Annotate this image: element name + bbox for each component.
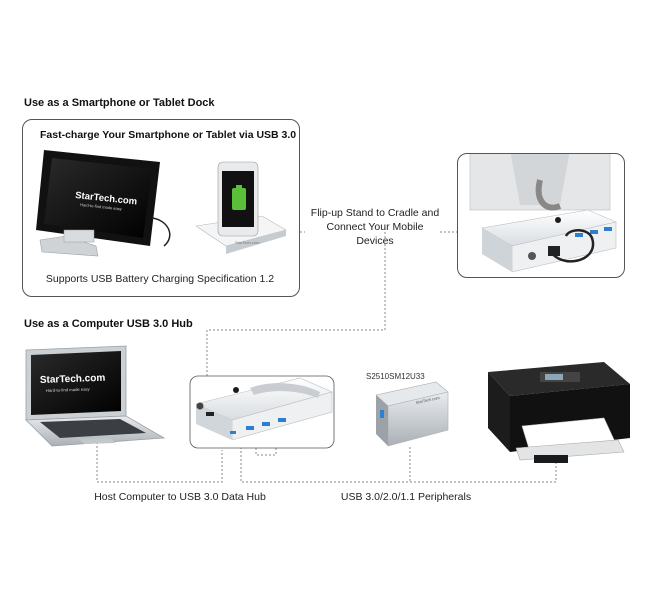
battery-cap <box>236 185 242 188</box>
connector-computer-to-hub <box>96 442 223 483</box>
connector-hub-to-printer <box>240 447 557 483</box>
laptop-screen <box>31 351 121 415</box>
tablet-screen <box>44 158 152 238</box>
stand-cable <box>548 229 595 263</box>
hub-illustration <box>189 375 335 449</box>
drive-side <box>376 395 388 446</box>
flip-stand-caption: Flip-up Stand to Cradle and Connect Your… <box>310 206 440 248</box>
hub-flip-stand <box>535 179 562 211</box>
dock-panel-heading: Fast-charge Your Smartphone or Tablet vi… <box>40 129 297 141</box>
peripherals-caption: USB 3.0/2.0/1.1 Peripherals <box>340 491 472 503</box>
laptop-trackpad <box>80 438 116 444</box>
hub-section-title: Use as a Computer USB 3.0 Hub <box>24 318 193 330</box>
hub-usb3-port-1 <box>246 426 254 430</box>
hub-usb3-port-3 <box>278 418 286 422</box>
phone-dock-illustration: StarTech.com <box>195 161 287 254</box>
hub-logo-dot <box>555 217 561 223</box>
tablet-cable <box>151 217 171 247</box>
tablet-tagline: Hard-to-find made easy <box>80 202 122 211</box>
hub-upstream-port <box>206 412 214 416</box>
flip-stand-caption-line1: Flip-up Stand to Cradle and <box>310 207 440 219</box>
tablet-illustration: StarTech.com Hard-to-find made easy <box>36 150 171 257</box>
tablet-stand <box>39 235 99 257</box>
host-computer-caption: Host Computer to USB 3.0 Data Hub <box>94 491 266 503</box>
drive-usb-port <box>380 410 384 418</box>
printer-side <box>488 372 510 452</box>
laptop-illustration: StarTech.com Hard-to-find made easy <box>25 345 166 447</box>
hub-usb3-port-4 <box>230 431 236 434</box>
flip-stand-illustration <box>469 154 617 273</box>
hub-power-jack <box>196 402 204 410</box>
stand-power-jack <box>528 252 536 260</box>
dock-panel-footnote: Supports USB Battery Charging Specificat… <box>45 273 275 285</box>
stand-usb3-port-3 <box>604 227 612 231</box>
laptop-tagline: Hard-to-find made easy <box>46 386 91 393</box>
dock-section-title: Use as a Smartphone or Tablet Dock <box>24 97 215 109</box>
stand-cable-plug <box>548 246 560 256</box>
hub-main-stand <box>250 383 320 398</box>
phone-dock-logo: StarTech.com <box>235 240 260 245</box>
stand-usb3-port-1 <box>575 233 583 237</box>
drive-illustration: StarTech.com <box>375 381 449 447</box>
hub-side <box>482 228 512 272</box>
phone-dock-edge <box>226 230 286 254</box>
connector-port-bracket <box>255 440 277 456</box>
drive-logo: StarTech.com <box>415 395 441 405</box>
tablet-dock-base <box>63 229 95 243</box>
battery-icon <box>232 188 246 210</box>
connector-stand-to-hub <box>206 232 386 377</box>
laptop-logo: StarTech.com <box>40 373 106 386</box>
laptop-keyboard <box>40 419 146 438</box>
printer-cartridge <box>534 455 568 463</box>
drive-model-label: S2510SM12U33 <box>366 372 425 381</box>
stand-usb3-port-2 <box>590 230 598 234</box>
monitor-neck <box>510 154 570 205</box>
printer-display <box>545 374 563 380</box>
hub-main-logo-dot <box>233 387 239 393</box>
printer-illustration <box>488 362 630 463</box>
hub-main-side <box>196 404 232 440</box>
hub-usb3-port-2 <box>262 422 270 426</box>
connector-lines <box>96 231 557 483</box>
flip-stand-caption-line2: Connect Your Mobile Devices <box>326 221 424 247</box>
